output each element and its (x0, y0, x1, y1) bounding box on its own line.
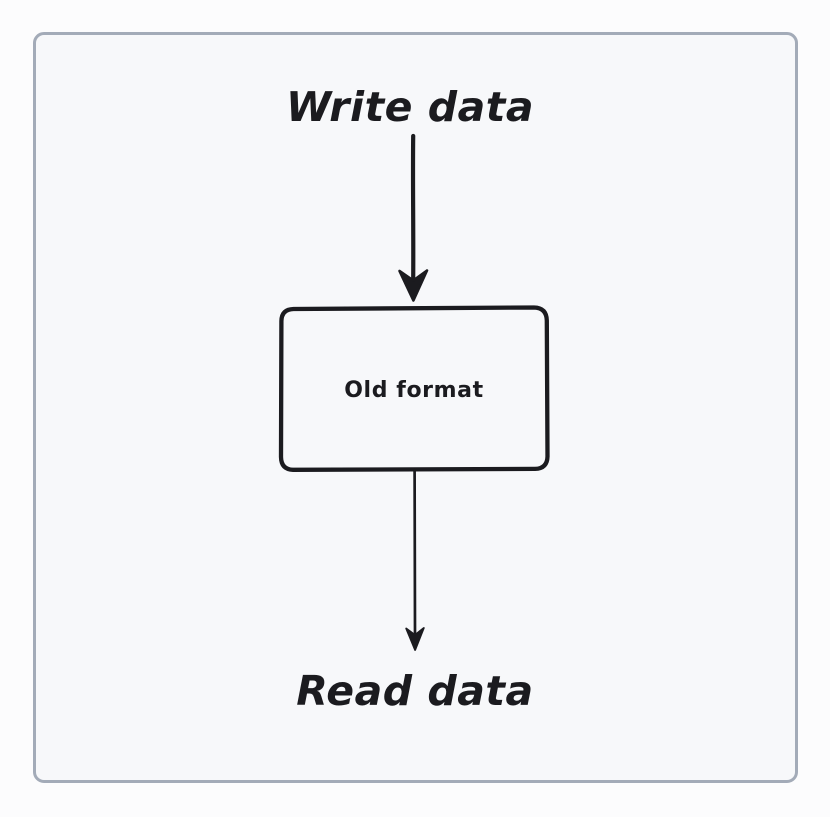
node-label-write-data: Write data (285, 83, 535, 131)
node-label-read-data: Read data (296, 667, 534, 715)
node-label-old-format: Old format (344, 378, 484, 403)
